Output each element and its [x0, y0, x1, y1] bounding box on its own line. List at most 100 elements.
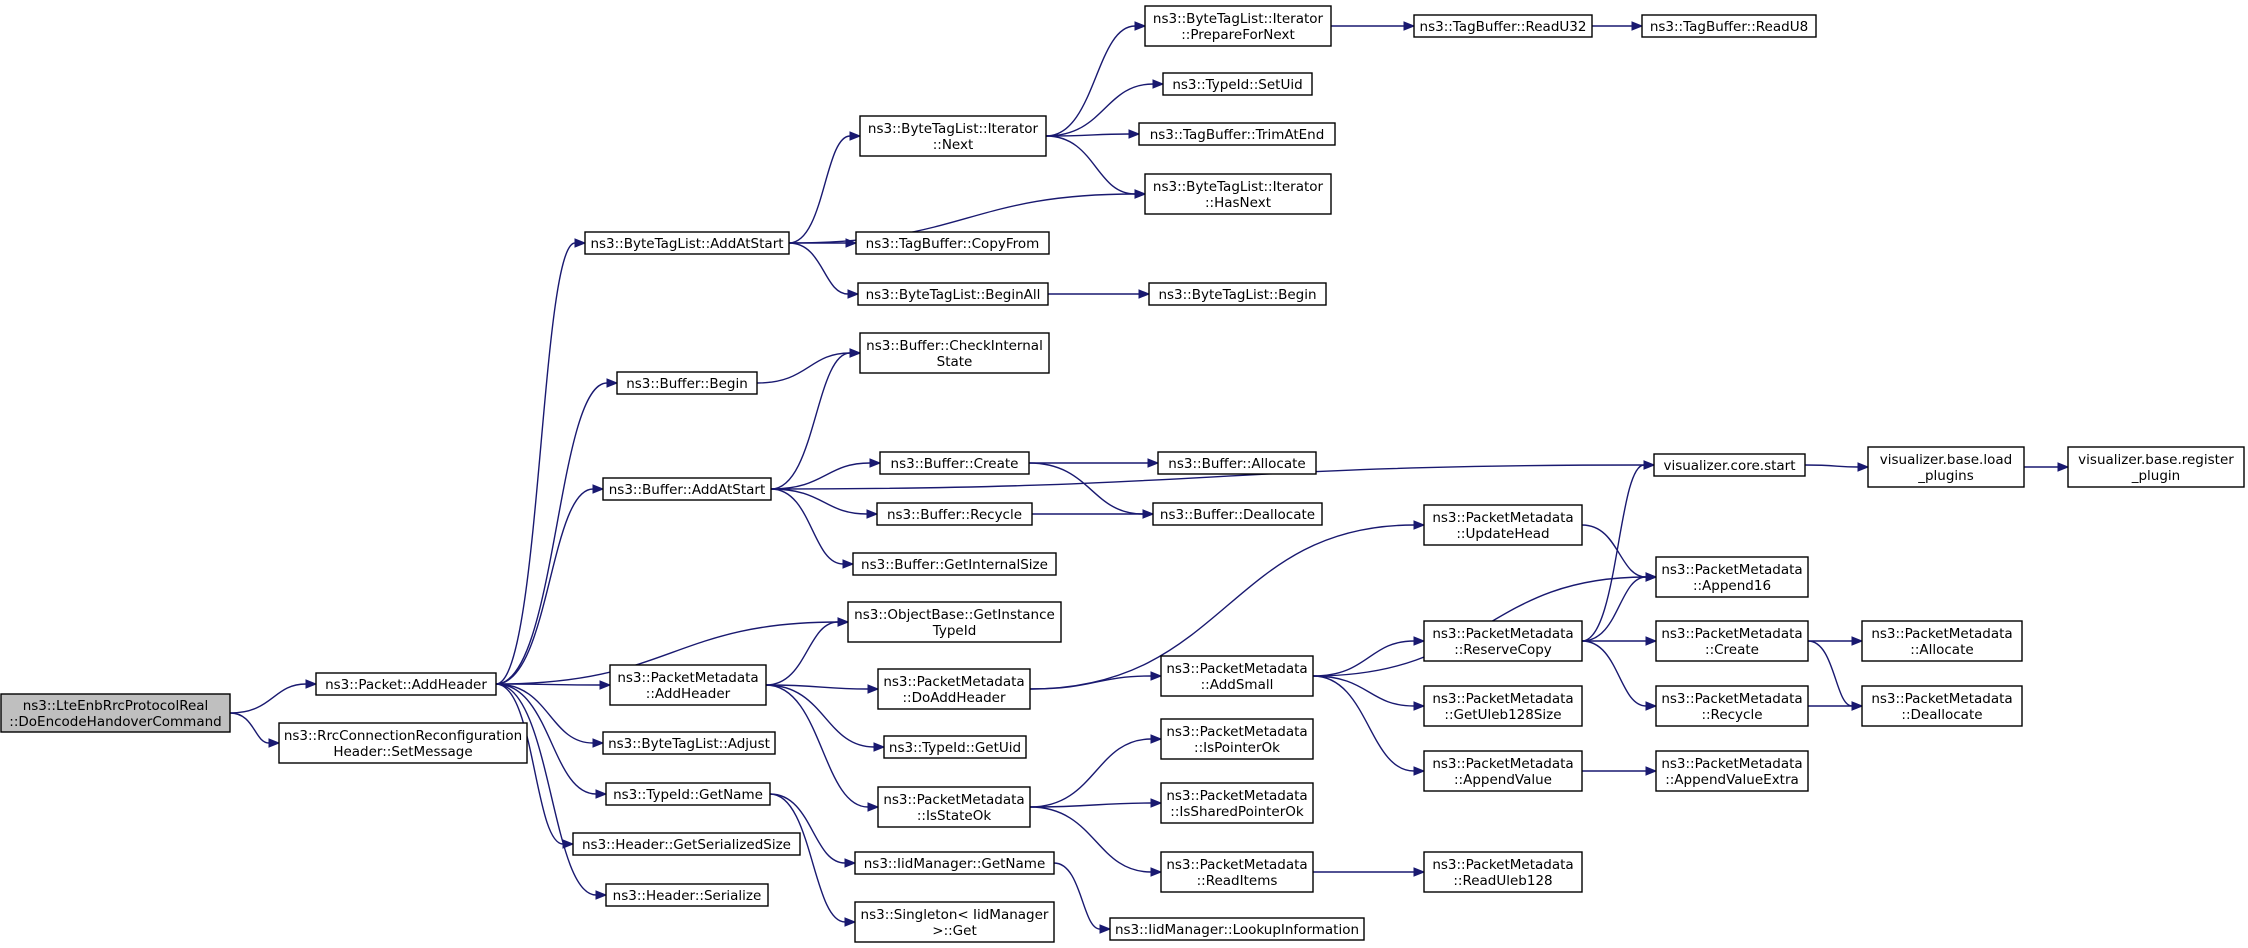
node-typeid_getuid[interactable]: ns3::TypeId::GetUid — [883, 735, 1027, 759]
node-pkt_addheader[interactable]: ns3::Packet::AddHeader — [315, 672, 497, 696]
node-box — [1655, 685, 1809, 727]
edge-pm_create-to-pm_deallocate — [1807, 640, 1864, 711]
node-btli_next[interactable]: ns3::ByteTagList::Iterator::Next — [859, 115, 1047, 157]
edge-line — [1804, 464, 1859, 468]
node-btl_addatstart[interactable]: ns3::ByteTagList::AddAtStart — [584, 231, 790, 255]
node-typeid_setuid[interactable]: ns3::TypeId::SetUid — [1162, 72, 1313, 96]
edge-pm_recycle-to-pm_deallocate — [1808, 701, 1864, 711]
node-buf_recycle[interactable]: ns3::Buffer::Recycle — [876, 502, 1033, 526]
arrowhead-icon — [1150, 734, 1163, 744]
edge-buf_create-to-buf_allocate — [1029, 458, 1160, 468]
node-btli_prepare[interactable]: ns3::ByteTagList::Iterator::PrepareForNe… — [1144, 5, 1332, 47]
node-pm_create[interactable]: ns3::PacketMetadata::Create — [1655, 620, 1809, 662]
edge-line — [1028, 462, 1144, 515]
node-box — [602, 731, 776, 755]
node-label: ::Allocate — [1910, 642, 1973, 658]
node-box — [1160, 655, 1314, 697]
node-pm_deallocate[interactable]: ns3::PacketMetadata::Deallocate — [1861, 685, 2023, 727]
node-btl_adjust[interactable]: ns3::ByteTagList::Adjust — [602, 731, 776, 755]
node-box — [1109, 917, 1365, 941]
node-buf_begin[interactable]: ns3::Buffer::Begin — [616, 371, 758, 395]
node-label: ns3::ByteTagList::AddAtStart — [590, 236, 783, 252]
node-hdr_serialize[interactable]: ns3::Header::Serialize — [605, 883, 769, 907]
node-pm_getuleb[interactable]: ns3::PacketMetadata::GetUleb128Size — [1423, 685, 1583, 727]
arrowhead-icon — [1631, 21, 1644, 31]
node-pm_issharedpointerok[interactable]: ns3::PacketMetadata::IsSharedPointerOk — [1160, 782, 1314, 824]
node-pm_updatehead[interactable]: ns3::PacketMetadata::UpdateHead — [1423, 504, 1583, 546]
node-btli_hasnext[interactable]: ns3::ByteTagList::Iterator::HasNext — [1144, 173, 1332, 215]
node-buf_create[interactable]: ns3::Buffer::Create — [879, 451, 1030, 475]
node-iid_lookup[interactable]: ns3::IidManager::LookupInformation — [1109, 917, 1365, 941]
node-label: ::IsSharedPointerOk — [1170, 804, 1304, 820]
edge-line — [495, 683, 597, 795]
node-label: ns3::PacketMetadata — [1871, 691, 2012, 707]
node-box — [1138, 122, 1336, 146]
edge-pm_addsmall-to-pm_appendvalue — [1312, 675, 1426, 776]
arrowhead-icon — [844, 858, 857, 868]
node-tb_readu32[interactable]: ns3::TagBuffer::ReadU32 — [1413, 14, 1593, 38]
edge-line — [770, 488, 868, 515]
node-label: ns3::ByteTagList::Iterator — [868, 121, 1039, 137]
edge-line — [1053, 862, 1101, 930]
node-label: ns3::ByteTagList::BeginAll — [866, 287, 1041, 303]
node-rrc_setmsg[interactable]: ns3::RrcConnectionReconfigurationHeader:… — [278, 722, 528, 764]
node-buf_addatstart[interactable]: ns3::Buffer::AddAtStart — [602, 477, 772, 501]
edge-line — [495, 683, 564, 845]
node-singleton_get[interactable]: ns3::Singleton< IidManager>::Get — [854, 901, 1055, 943]
node-buf_deallocate[interactable]: ns3::Buffer::Deallocate — [1152, 502, 1323, 526]
node-pm_append16[interactable]: ns3::PacketMetadata::Append16 — [1655, 556, 1809, 598]
node-viz_core_start[interactable]: visualizer.core.start — [1653, 453, 1806, 477]
node-box — [1144, 173, 1332, 215]
arrowhead-icon — [1851, 701, 1864, 711]
arrowhead-icon — [837, 617, 850, 627]
node-buf_getinternalsize[interactable]: ns3::Buffer::GetInternalSize — [852, 552, 1057, 576]
edge-line — [229, 712, 270, 744]
node-label: ns3::PacketMetadata — [1432, 691, 1573, 707]
node-pm_ispointerok[interactable]: ns3::PacketMetadata::IsPointerOk — [1160, 718, 1314, 760]
edge-line — [1029, 738, 1152, 808]
node-label: ns3::Singleton< IidManager — [861, 907, 1049, 923]
edge-line — [769, 793, 846, 923]
node-pm_readuleb[interactable]: ns3::PacketMetadata::ReadUleb128 — [1423, 851, 1583, 893]
node-pm_addsmall[interactable]: ns3::PacketMetadata::AddSmall — [1160, 655, 1314, 697]
node-pm_allocate[interactable]: ns3::PacketMetadata::Allocate — [1861, 620, 2023, 662]
node-pm_recycle[interactable]: ns3::PacketMetadata::Recycle — [1655, 685, 1809, 727]
node-label: ns3::PacketMetadata — [1871, 626, 2012, 642]
node-viz_register[interactable]: visualizer.base.register_plugin — [2067, 446, 2245, 488]
node-iid_getname[interactable]: ns3::IidManager::GetName — [854, 851, 1055, 875]
node-root[interactable]: ns3::LteEnbRrcProtocolReal::DoEncodeHand… — [0, 693, 231, 733]
node-pm_addheader[interactable]: ns3::PacketMetadata::AddHeader — [609, 664, 767, 706]
node-box — [876, 502, 1033, 526]
node-box — [1653, 453, 1806, 477]
node-buf_allocate[interactable]: ns3::Buffer::Allocate — [1157, 451, 1317, 475]
node-pm_reservecopy[interactable]: ns3::PacketMetadata::ReserveCopy — [1423, 620, 1583, 662]
node-tb_trimatend[interactable]: ns3::TagBuffer::TrimAtEnd — [1138, 122, 1336, 146]
node-box — [616, 371, 758, 395]
node-box — [879, 451, 1030, 475]
arrowhead-icon — [849, 348, 862, 358]
node-label: ::GetUleb128Size — [1444, 707, 1561, 723]
node-pm_isstateok[interactable]: ns3::PacketMetadata::IsStateOk — [877, 786, 1031, 828]
node-pm_doaddheader[interactable]: ns3::PacketMetadata::DoAddHeader — [877, 668, 1031, 710]
node-hdr_getsersize[interactable]: ns3::Header::GetSerializedSize — [572, 832, 801, 856]
edge-pm_isstateok-to-pm_readitems — [1029, 806, 1163, 877]
node-tb_copyfrom[interactable]: ns3::TagBuffer::CopyFrom — [855, 231, 1050, 255]
edge-line — [770, 462, 871, 490]
node-typeid_getname[interactable]: ns3::TypeId::GetName — [605, 782, 771, 806]
node-label: TypeId — [932, 623, 977, 639]
node-tb_readu8[interactable]: ns3::TagBuffer::ReadU8 — [1641, 14, 1817, 38]
node-pm_appendvalue[interactable]: ns3::PacketMetadata::AppendValue — [1423, 750, 1583, 792]
node-label: ns3::Buffer::Create — [891, 456, 1019, 472]
node-pm_readitems[interactable]: ns3::PacketMetadata::ReadItems — [1160, 851, 1314, 893]
node-label: ns3::PacketMetadata — [883, 674, 1024, 690]
node-label: ns3::TagBuffer::ReadU32 — [1420, 19, 1587, 35]
edge-line — [495, 683, 594, 744]
node-box — [877, 668, 1031, 710]
node-viz_loadplugins[interactable]: visualizer.base.load_plugins — [1867, 446, 2025, 488]
node-btl_beginall[interactable]: ns3::ByteTagList::BeginAll — [857, 282, 1049, 306]
node-pm_appendvalueextra[interactable]: ns3::PacketMetadata::AppendValueExtra — [1655, 750, 1809, 792]
node-btl_begin[interactable]: ns3::ByteTagList::Begin — [1148, 282, 1327, 306]
node-box — [1655, 620, 1809, 662]
